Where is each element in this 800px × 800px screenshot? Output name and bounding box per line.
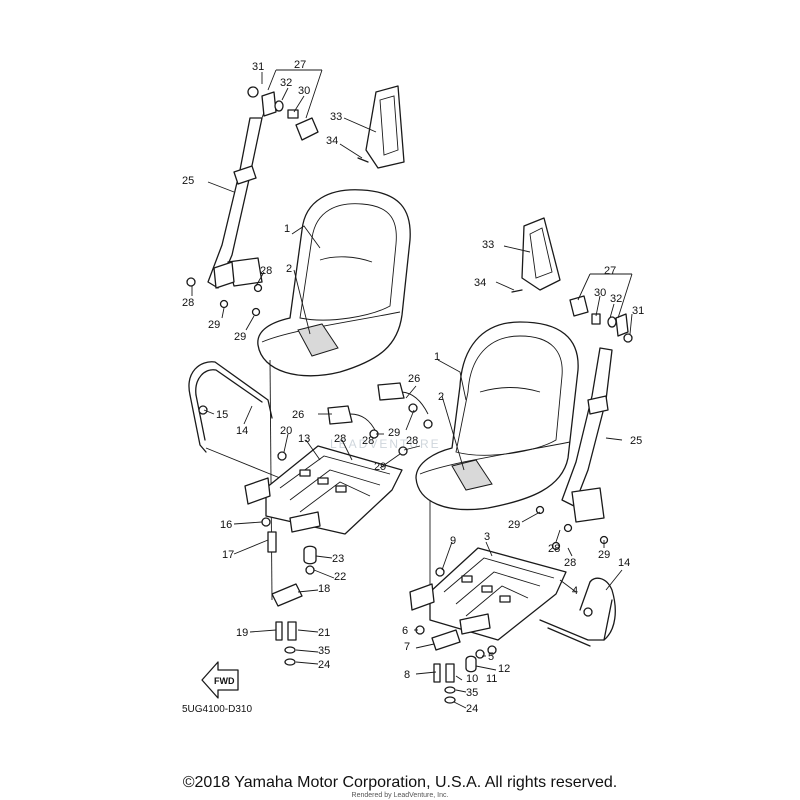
callout-25: 25 — [630, 435, 642, 447]
callout-30: 30 — [594, 287, 606, 299]
fwd-arrow-icon: FWD — [201, 661, 239, 699]
callout-29: 29 — [208, 319, 220, 331]
left-grab-bar — [188, 361, 281, 479]
callout-1: 1 — [434, 351, 440, 363]
callout-35: 35 — [318, 645, 330, 657]
callout-13: 13 — [298, 433, 310, 445]
callout-26: 26 — [408, 373, 420, 385]
callout-14: 14 — [618, 557, 630, 569]
callout-26: 26 — [292, 409, 304, 421]
callout-27: 27 — [294, 59, 306, 71]
callout-33: 33 — [330, 111, 342, 123]
callout-31: 31 — [632, 305, 644, 317]
callout-16: 16 — [220, 519, 232, 531]
callout-28: 28 — [260, 265, 272, 277]
callout-33: 33 — [482, 239, 494, 251]
callout-28: 28 — [564, 557, 576, 569]
callout-34: 34 — [474, 277, 486, 289]
callout-2: 2 — [286, 263, 292, 275]
callout-29: 29 — [388, 427, 400, 439]
callout-6: 6 — [402, 625, 408, 637]
callout-14: 14 — [236, 425, 248, 437]
callout-7: 7 — [404, 641, 410, 653]
callout-28: 28 — [548, 543, 560, 555]
callout-34: 34 — [326, 135, 338, 147]
callout-2: 2 — [438, 391, 444, 403]
right-grab-bar — [539, 577, 616, 647]
callout-35: 35 — [466, 687, 478, 699]
fwd-label: FWD — [214, 676, 235, 686]
callout-29: 29 — [508, 519, 520, 531]
callout-28: 28 — [334, 433, 346, 445]
right-seat-bracket — [409, 547, 567, 641]
callout-24: 24 — [466, 703, 478, 715]
callout-9: 9 — [450, 535, 456, 547]
callout-24: 24 — [318, 659, 330, 671]
callout-32: 32 — [610, 293, 622, 305]
right-lower-hardware — [415, 567, 497, 704]
callout-22: 22 — [334, 571, 346, 583]
left-seat — [257, 189, 411, 601]
copyright-notice: ©2018 Yamaha Motor Corporation, U.S.A. A… — [182, 774, 618, 791]
callout-15: 15 — [216, 409, 228, 421]
callout-11: 11 — [486, 673, 497, 685]
callout-12: 12 — [498, 663, 510, 675]
callout-10: 10 — [466, 673, 478, 685]
right-seat-belt — [535, 347, 613, 551]
callout-20: 20 — [280, 425, 292, 437]
leader-lines — [191, 69, 633, 709]
left-seat-belt — [186, 94, 271, 317]
right-buckle-assembly — [377, 382, 433, 429]
watermark-text: LEADVENTURE — [330, 437, 441, 451]
left-buckle-assembly — [327, 405, 408, 456]
callout-3: 3 — [484, 531, 490, 543]
callout-18: 18 — [318, 583, 330, 595]
right-seat — [415, 321, 579, 610]
left-seat-bracket — [244, 445, 403, 535]
callout-17: 17 — [222, 549, 234, 561]
callout-1: 1 — [284, 223, 290, 235]
callout-28: 28 — [406, 435, 418, 447]
callout-28: 28 — [362, 435, 374, 447]
callout-19: 19 — [236, 627, 248, 639]
right-anchor-hardware — [569, 295, 633, 343]
callout-8: 8 — [404, 669, 410, 681]
callout-29: 29 — [598, 549, 610, 561]
callout-31: 31 — [252, 61, 264, 73]
diagram-code: 5UG4100-D310 — [182, 704, 252, 715]
callout-32: 32 — [280, 77, 292, 89]
callout-27: 27 — [604, 265, 616, 277]
left-anchor-hardware — [247, 86, 319, 141]
callout-25: 25 — [182, 175, 194, 187]
callout-28: 28 — [182, 297, 194, 309]
left-trim-cover — [357, 85, 405, 169]
callout-numbers: 31 27 32 30 33 34 25 1 2 28 28 29 29 15 … — [182, 59, 644, 715]
callout-29: 29 — [234, 331, 246, 343]
callout-30: 30 — [298, 85, 310, 97]
callout-29: 29 — [374, 461, 386, 473]
callout-21: 21 — [318, 627, 330, 639]
right-trim-cover — [511, 217, 561, 293]
left-lower-hardware — [261, 451, 317, 666]
callout-5: 5 — [488, 651, 494, 663]
rendered-by-notice: Rendered by LeadVenture, Inc. — [351, 792, 449, 799]
callout-23: 23 — [332, 553, 344, 565]
callout-4: 4 — [572, 585, 578, 597]
